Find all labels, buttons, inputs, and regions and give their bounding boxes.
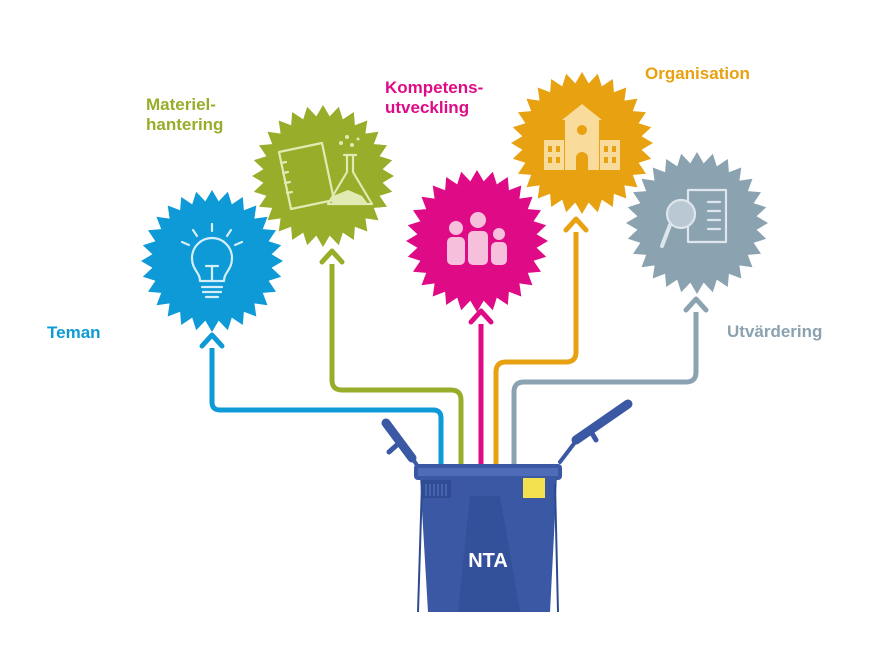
label-kompetensutveckling: Kompetens- utveckling	[385, 78, 483, 118]
label-utvardering-line-1: Utvärdering	[727, 322, 823, 341]
box-label: NTA	[468, 550, 508, 572]
box-sticker	[523, 478, 545, 498]
connector-materielhantering	[329, 264, 464, 470]
label-teman: Teman	[47, 323, 101, 343]
handle-left	[381, 418, 417, 463]
label-utvardering: Utvärdering	[727, 322, 822, 342]
badge-utvardering	[626, 152, 768, 294]
label-materielhantering-line-2: hantering	[146, 115, 224, 134]
handle-right	[571, 399, 633, 445]
connector-utvardering	[511, 312, 699, 470]
arrowhead-kompetensutveckling	[468, 308, 494, 325]
nta-box: NTA	[414, 464, 562, 613]
lightbulb-icon	[180, 222, 244, 299]
connector-arrows	[199, 216, 709, 349]
label-organisation: Organisation	[645, 64, 750, 84]
connector-lines	[209, 232, 699, 470]
box-handles	[381, 399, 633, 472]
label-kompetensutveckling-line-2: utveckling	[385, 98, 470, 117]
label-kompetensutveckling-line-1: Kompetens-	[385, 78, 484, 97]
label-teman-line-1: Teman	[47, 323, 101, 342]
people-icon	[447, 212, 507, 265]
arrowhead-teman	[199, 332, 225, 349]
arrowhead-materielhantering	[319, 248, 345, 265]
label-materielhantering: Materiel- hantering	[146, 95, 223, 135]
badge-teman	[141, 190, 283, 332]
label-organisation-line-1: Organisation	[645, 64, 750, 83]
badge-materielhantering	[252, 105, 394, 247]
label-materielhantering-line-1: Materiel-	[146, 95, 216, 114]
connector-teman	[209, 348, 444, 470]
school-building-icon	[544, 104, 620, 170]
magnifier-document-icon	[660, 188, 728, 248]
arrowhead-organisation	[563, 216, 589, 233]
arrowhead-utvardering	[683, 296, 709, 313]
notebook-flask-icon	[277, 135, 374, 211]
connector-organisation	[493, 232, 579, 470]
